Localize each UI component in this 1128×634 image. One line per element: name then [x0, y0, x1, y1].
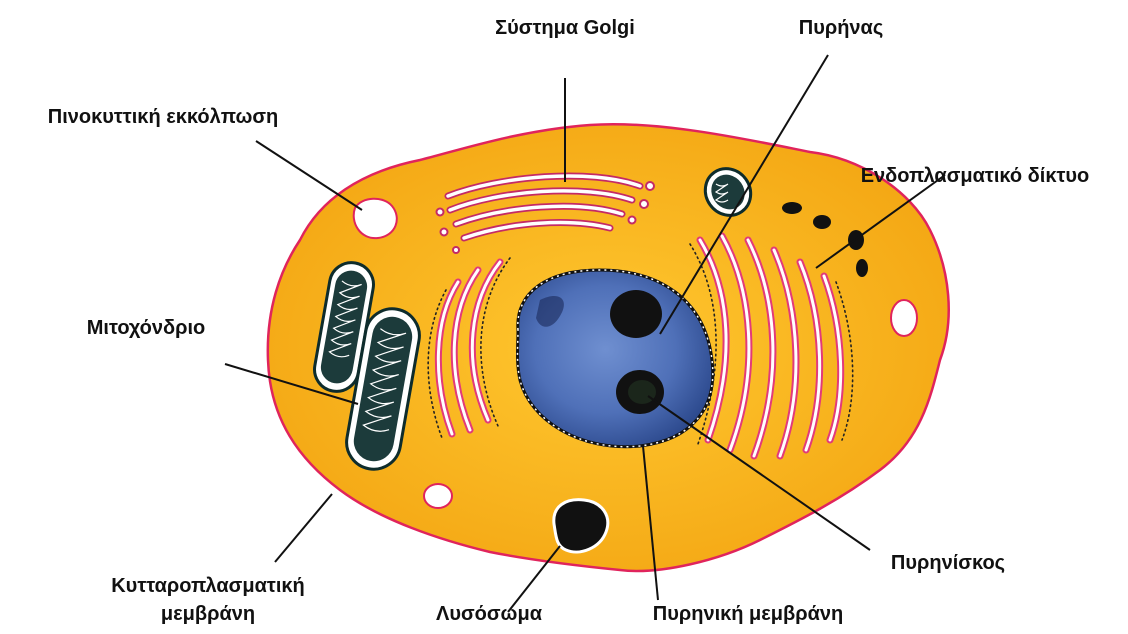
label-nucleolus: Πυρηνίσκος [891, 552, 1005, 574]
vacuole [891, 300, 917, 336]
label-er: Ενδοπλασματικό δίκτυο [861, 165, 1090, 187]
label-nuclear-membrane: Πυρηνική μεμβράνη [653, 603, 843, 625]
leader-membrane [275, 494, 332, 562]
vacuole [424, 484, 452, 508]
leader-pinocytic [256, 141, 362, 210]
label-mitochondrion: Μιτοχόνδριο [87, 317, 206, 339]
label-nucleus: Πυρήνας [799, 17, 884, 39]
label-lysosome: Λυσόσωμα [436, 603, 543, 625]
label-pinocytic: Πινοκυττική εκκόλπωση [48, 106, 279, 128]
label-golgi: Σύστημα Golgi [495, 17, 635, 39]
label-membrane-line2: μεμβράνη [161, 603, 255, 625]
label-membrane-line1: Κυτταροπλασματική [111, 575, 305, 597]
nucleolus [610, 290, 662, 338]
lysosome [554, 500, 608, 552]
pinocytic-vesicle [354, 199, 397, 238]
